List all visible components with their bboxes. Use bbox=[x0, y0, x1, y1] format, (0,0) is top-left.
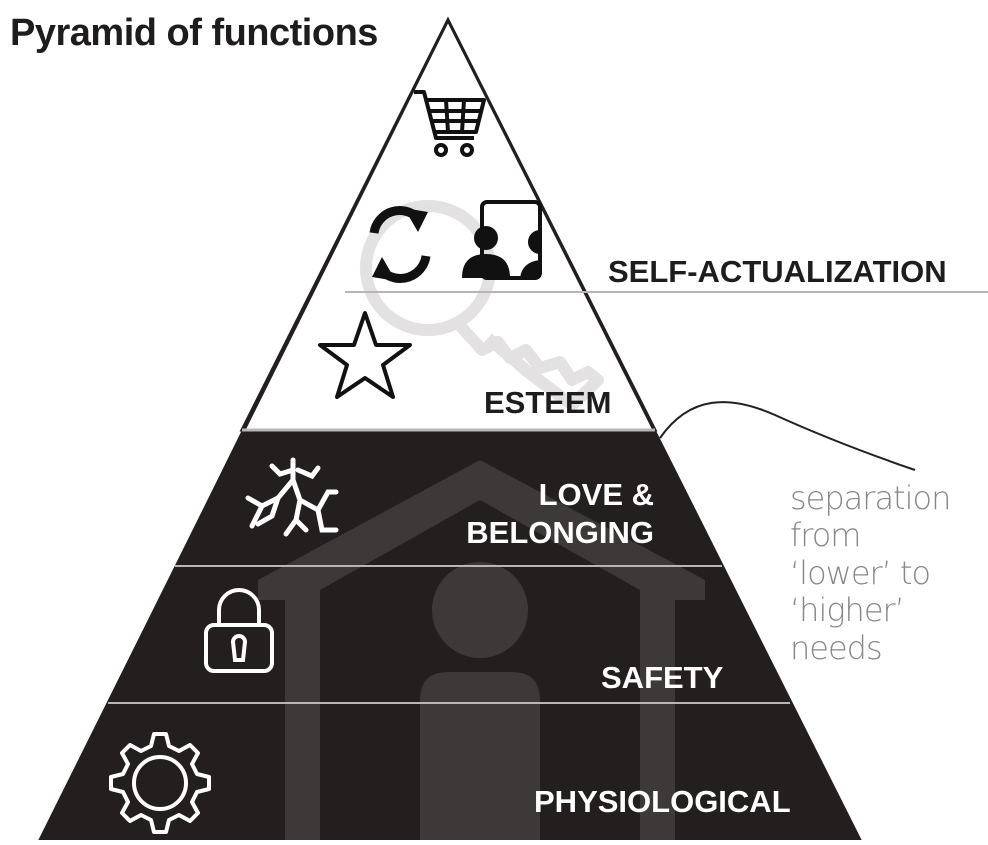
level-label-physiological: PHYSIOLOGICAL bbox=[534, 784, 791, 819]
annotation-line-5: needs bbox=[790, 628, 883, 667]
shopping-cart-icon bbox=[414, 90, 486, 157]
level-label-love-belonging: LOVE & BELONGING bbox=[466, 476, 654, 552]
level-label-esteem: ESTEEM bbox=[484, 385, 612, 420]
gear-icon bbox=[109, 732, 211, 834]
annotation-line-3: ‘lower’ to bbox=[790, 553, 931, 592]
level-label-love-line2: BELONGING bbox=[466, 514, 654, 550]
star-icon bbox=[318, 311, 412, 399]
annotation-line-4: ‘higher’ bbox=[790, 591, 905, 630]
house-person-watermark-icon bbox=[258, 460, 705, 840]
level-label-self-actualization: SELF-ACTUALIZATION bbox=[608, 254, 947, 289]
separation-annotation: separation from ‘lower’ to ‘higher’ need… bbox=[790, 479, 985, 667]
people-icon bbox=[462, 200, 542, 280]
annotation-pointer-line bbox=[659, 401, 916, 471]
annotation-line-1: separation bbox=[790, 479, 951, 517]
level-label-love-line1: LOVE & bbox=[538, 477, 654, 512]
level-label-safety: SAFETY bbox=[601, 660, 724, 695]
annotation-line-2: from bbox=[790, 516, 861, 555]
roots-icon bbox=[245, 457, 339, 537]
page-title: Pyramid of functions bbox=[10, 12, 378, 54]
padlock-icon bbox=[204, 588, 274, 673]
refresh-cycle-icon bbox=[369, 206, 431, 283]
